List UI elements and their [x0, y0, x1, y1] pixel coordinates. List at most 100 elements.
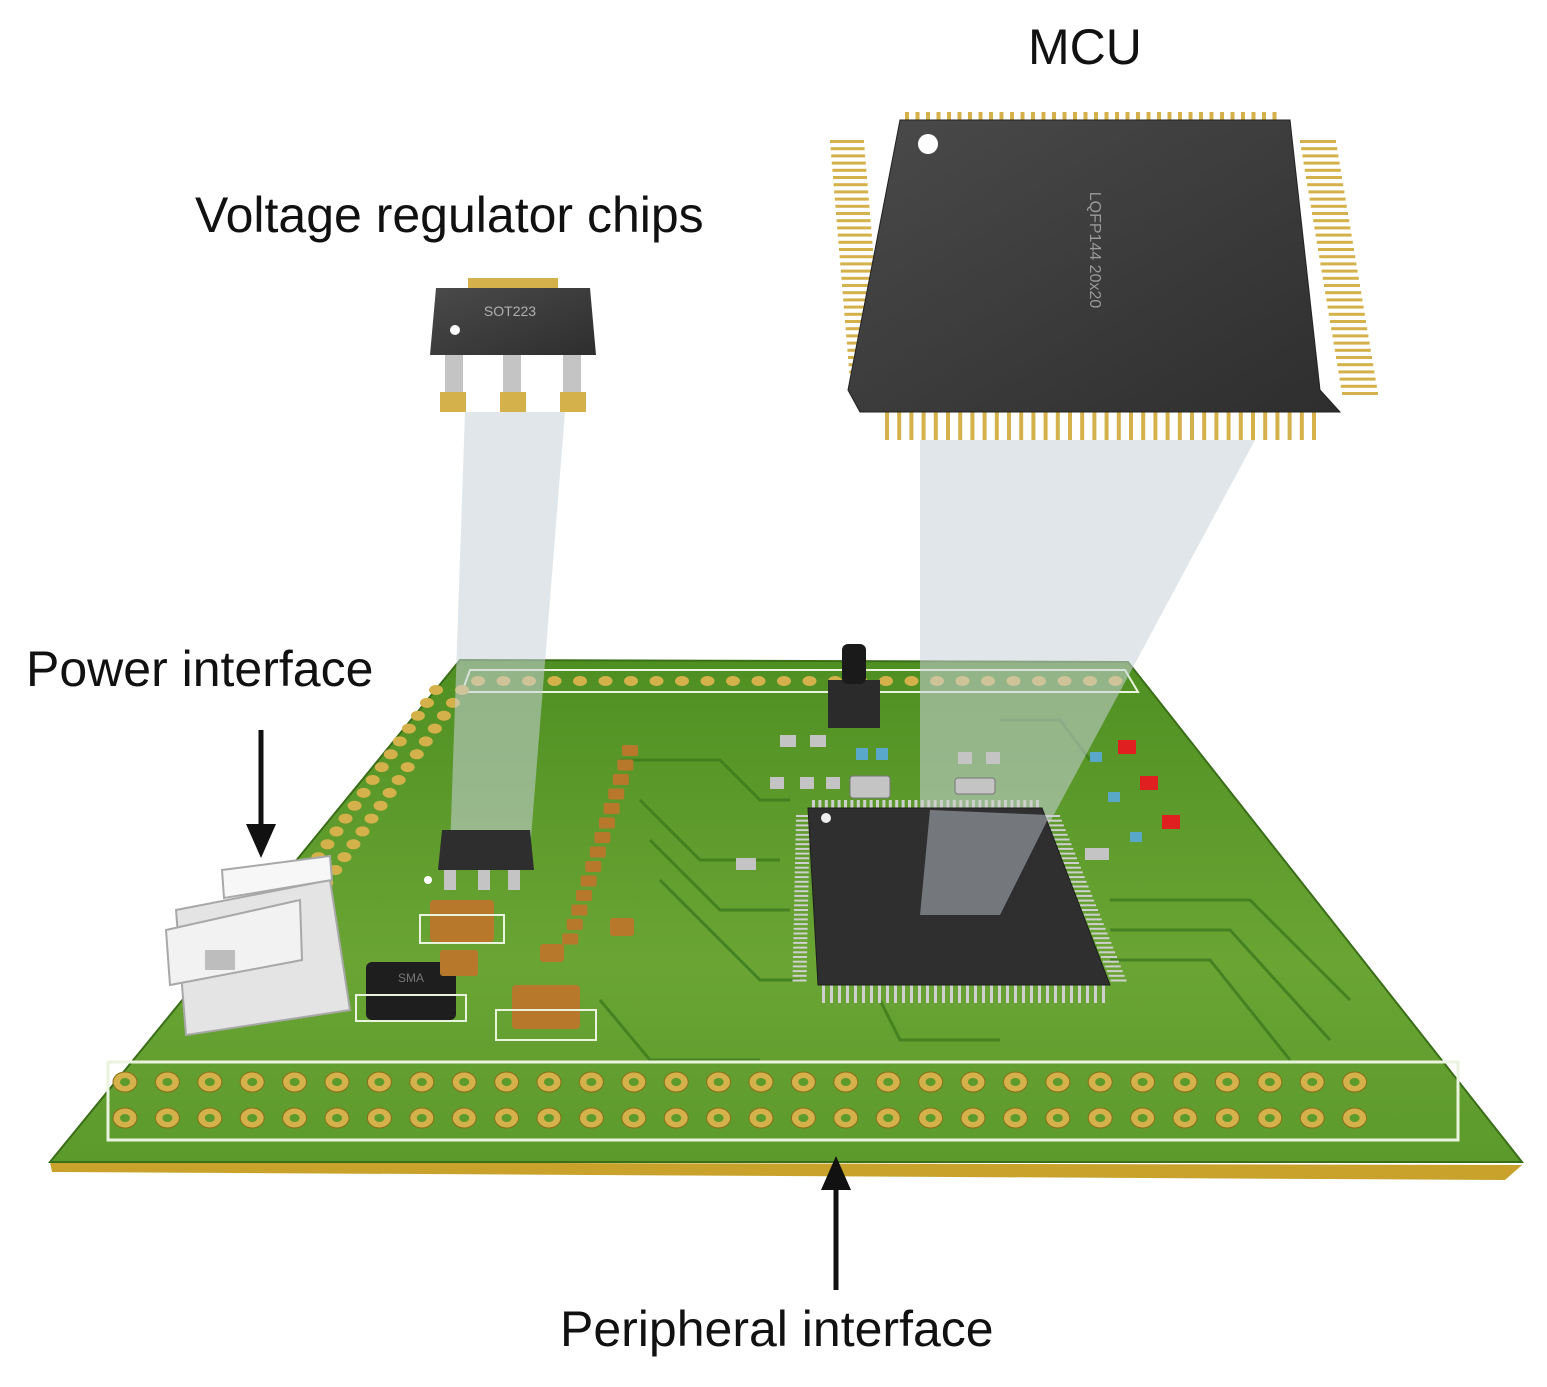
mcu-pin — [1220, 112, 1224, 122]
mcu-pin — [843, 298, 878, 302]
back-header-pin — [879, 676, 893, 686]
board-mcu-pin — [794, 880, 809, 883]
voltage-regulator-label: Voltage regulator chips — [195, 187, 704, 243]
mcu-pin — [957, 112, 962, 122]
board-mcu-pin — [822, 985, 825, 1003]
mcu-pin — [1190, 412, 1194, 440]
mcu-pin — [885, 412, 889, 440]
mcu-pin — [1324, 284, 1360, 287]
board-mcu-pin — [792, 960, 807, 963]
board-mcu-pin — [1087, 923, 1104, 926]
board-mcu-pin — [818, 800, 822, 809]
board-mcu-pin — [794, 876, 809, 879]
mcu-pin — [1031, 412, 1036, 440]
board-mcu-pin — [946, 800, 950, 809]
mcu-pin — [839, 255, 874, 259]
board-mcu-pin — [1072, 885, 1089, 888]
board-mcu-pin — [991, 800, 995, 809]
mcu-pin — [978, 112, 983, 122]
left-header-pin — [392, 736, 407, 747]
board-mcu-pin — [1101, 956, 1117, 958]
board-mcu-pin — [795, 857, 810, 860]
mcu-pin — [897, 412, 902, 440]
board-mcu-pin — [793, 913, 808, 916]
board-mcu-pin — [1066, 871, 1083, 874]
board-mcu-pin — [1102, 985, 1105, 1003]
mcu-pin — [1322, 276, 1359, 280]
board-mcu-pin — [1080, 904, 1097, 907]
mcu-pin — [1020, 112, 1025, 122]
board-mcu-pin — [856, 800, 860, 809]
board-mcu-pin — [793, 941, 808, 944]
mcu-pin — [1321, 269, 1358, 273]
mcu-pin — [834, 197, 869, 201]
board-mcu-pin — [793, 946, 808, 949]
board-mcu-pin — [1014, 985, 1017, 1003]
back-header-pin — [675, 676, 689, 686]
push-button — [828, 644, 880, 728]
sot223-marking: SOT223 — [484, 303, 536, 319]
smd-capacitor — [603, 803, 620, 814]
board-mcu-pin — [1091, 932, 1108, 935]
mcu-pin — [1314, 226, 1351, 230]
mcu-pin — [1312, 212, 1348, 215]
mcu-pin — [1334, 348, 1371, 352]
mcu-pin — [1094, 112, 1098, 122]
mcu-pin — [1177, 412, 1182, 440]
smd-capacitor — [576, 890, 592, 901]
board-mcu-pin — [795, 862, 809, 864]
mcu-projection-beam — [920, 440, 1255, 915]
mcu-pin — [1068, 412, 1072, 440]
board-mcu-pin — [1004, 800, 1007, 809]
mcu-pin — [1337, 363, 1374, 367]
left-header-pin — [373, 800, 388, 811]
left-header-pin — [347, 800, 362, 811]
board-mcu-pin — [1063, 862, 1079, 864]
board-mcu-pin — [793, 923, 808, 926]
mcu-pin — [840, 262, 875, 266]
board-mcu-pin — [1006, 985, 1009, 1003]
board-mcu-pin — [1062, 985, 1065, 1003]
mcu-pin — [1332, 334, 1369, 338]
mcu-pin — [1320, 262, 1357, 266]
mcu-pin — [1178, 112, 1182, 122]
left-header-pin — [429, 685, 443, 695]
mcu-pin — [1043, 412, 1048, 440]
board-mcu-pin — [795, 847, 810, 850]
mcu-pin — [994, 412, 999, 440]
back-header-pin — [700, 676, 715, 686]
power-connector — [164, 854, 352, 1037]
mcu-pin — [1315, 233, 1352, 237]
board-mcu-pin — [1097, 946, 1114, 949]
mcu-pin — [1007, 412, 1011, 440]
mcu-pin — [836, 219, 871, 223]
board-mcu-pin — [862, 985, 865, 1003]
mcu-pin — [1136, 112, 1140, 122]
board-mcu-pin — [1036, 800, 1039, 809]
mcu-pin — [833, 183, 868, 187]
mcu-pin — [1116, 412, 1121, 440]
mcu-on-board — [792, 800, 1127, 1003]
board-mcu-pin — [837, 800, 841, 809]
smd-capacitor — [594, 832, 611, 843]
mcu-pin — [1214, 412, 1219, 440]
board-mcu-pin — [1044, 815, 1060, 817]
mcu-pin — [1157, 112, 1161, 122]
board-mcu-pin — [831, 800, 835, 809]
board-mcu-pin — [950, 985, 953, 1003]
board-mcu-pin — [978, 800, 982, 809]
left-header-pin — [391, 775, 406, 785]
mcu-pin — [832, 168, 867, 172]
mcu-pin — [1287, 412, 1292, 440]
mcu-pin — [1055, 412, 1060, 440]
board-mcu-pin — [934, 985, 937, 1003]
smd-capacitor — [580, 875, 597, 887]
board-mcu-pin — [1099, 951, 1116, 954]
board-mcu-pin — [933, 800, 937, 809]
mcu-pin — [1336, 356, 1372, 359]
board-mcu-pin — [854, 985, 857, 1003]
board-mcu-pin — [869, 800, 873, 809]
left-header-pin — [419, 697, 434, 708]
mcu-pin — [1342, 392, 1378, 395]
